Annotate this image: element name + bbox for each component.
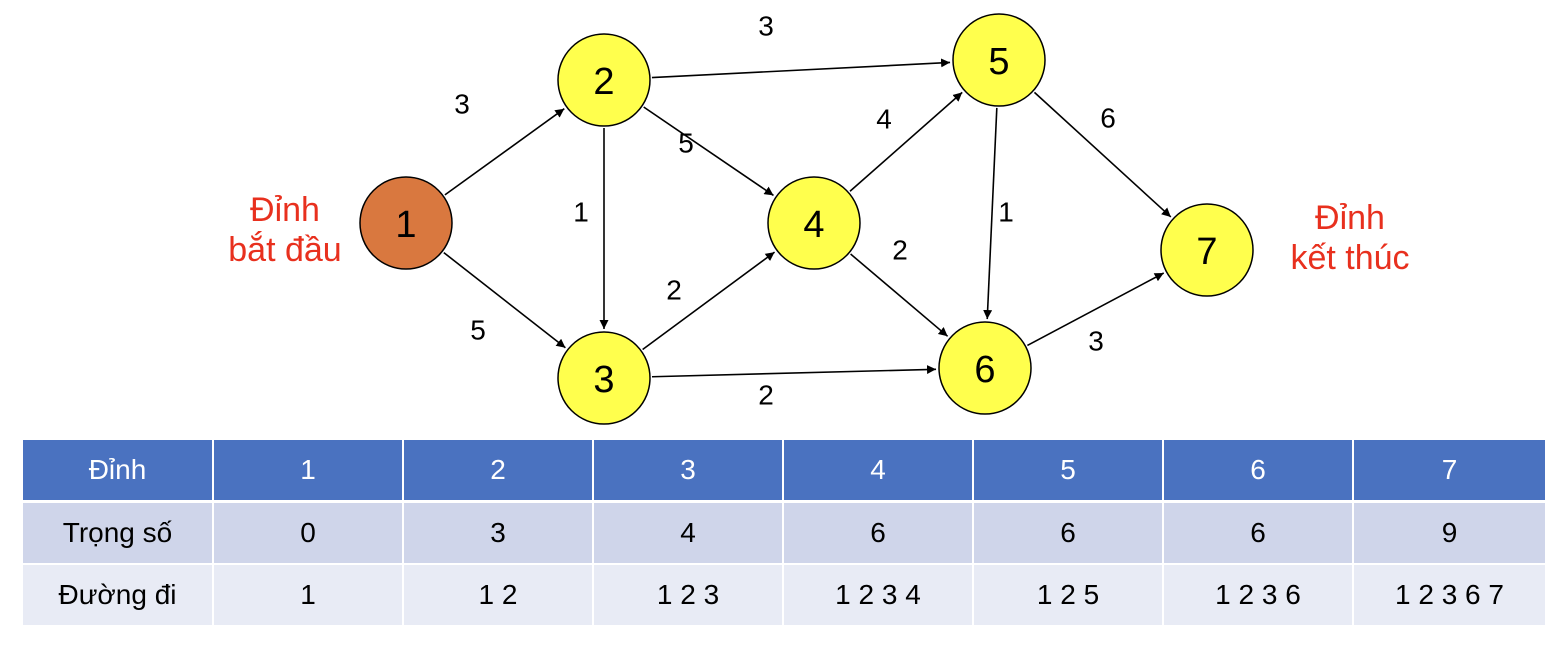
vertex-6 [938,321,1032,415]
edge-3-4 [642,251,776,351]
vertex-label-5: 5 [988,41,1009,83]
table-cell: 9 [1352,501,1545,565]
header-cell: 4 [782,440,973,503]
table-header-row: Đỉnh 1 2 3 4 5 6 7 [23,440,1545,503]
vertex-label-4: 4 [803,204,824,246]
table-cell: 1 2 3 6 [1162,564,1353,625]
vertex-2 [557,33,651,127]
edge-4-6 [850,253,949,337]
edge-6-7 [1027,272,1165,347]
table-cell: 6 [1162,501,1353,565]
edge-weight-2-5: 3 [758,11,774,42]
edge-2-4 [643,106,774,197]
edge-weight-2-3: 1 [573,197,589,228]
header-cell: Đỉnh [23,440,213,503]
row-label: Trọng số [23,501,213,565]
vertex-7 [1160,203,1254,297]
end-vertex-caption: Đỉnh kết thúc [1270,198,1430,278]
table-cell: 1 2 5 [972,564,1163,625]
edge-weight-5-6: 1 [998,197,1014,228]
vertex-label-1: 1 [395,204,416,246]
vertex-label-3: 3 [593,359,614,401]
header-cell: 1 [212,440,403,503]
vertex-3 [557,331,651,425]
header-cell: 5 [972,440,1163,503]
edge-1-2 [444,108,565,196]
vertex-4 [767,176,861,270]
header-cell: 7 [1352,440,1545,503]
table-cell: 1 2 3 4 [782,564,973,625]
shortest-path-table: Đỉnh 1 2 3 4 5 6 7 Trọng số 0 3 4 6 6 6 … [23,440,1545,625]
vertex-label-6: 6 [974,349,995,391]
table-cell: 1 2 [402,564,593,625]
edge-5-6 [983,107,998,320]
edge-weight-4-6: 2 [892,235,908,266]
edge-weight-2-4: 5 [678,128,694,159]
edge-5-7 [1033,91,1172,218]
edge-2-5 [651,58,951,79]
vertex-label-2: 2 [593,61,614,103]
end-caption-line-2: kết thúc [1290,239,1410,277]
header-cell: 6 [1162,440,1353,503]
vertex-1 [359,176,453,270]
edge-weight-3-4: 2 [666,275,682,306]
edge-weight-4-5: 4 [876,104,892,135]
edge-weight-1-2: 3 [454,89,470,120]
start-caption-line-1: Đỉnh [250,191,320,229]
edge-weight-3-6: 2 [758,380,774,411]
edge-1-3 [443,251,566,349]
table-cell: 3 [402,501,593,565]
edge-weight-6-7: 3 [1088,326,1104,357]
table-cell: 1 2 3 6 7 [1352,564,1545,625]
table-cell: 1 [212,564,403,625]
start-vertex-caption: Đỉnh bắt đầu [210,190,360,270]
table-row-weight: Trọng số 0 3 4 6 6 6 9 [23,501,1545,565]
end-caption-line-1: Đỉnh [1315,199,1385,237]
edge-weight-5-7: 6 [1100,103,1116,134]
table-row-path: Đường đi 1 1 2 1 2 3 1 2 3 4 1 2 5 1 2 3… [23,564,1545,625]
table-cell: 0 [212,501,403,565]
table-cell: 6 [782,501,973,565]
row-label: Đường đi [23,564,213,625]
vertex-5 [952,13,1046,107]
header-cell: 3 [592,440,783,503]
table-cell: 1 2 3 [592,564,783,625]
table-cell: 4 [592,501,783,565]
start-caption-line-2: bắt đầu [228,231,342,269]
table-cell: 6 [972,501,1163,565]
edge-4-5 [849,91,963,192]
header-cell: 2 [402,440,593,503]
graph-diagram: 3 5 1 5 3 2 2 4 2 1 6 3 1 2 3 4 5 6 7 [359,11,1254,425]
edge-weight-1-3: 5 [470,315,486,346]
vertex-label-7: 7 [1196,231,1217,273]
edge-3-6 [651,365,937,378]
